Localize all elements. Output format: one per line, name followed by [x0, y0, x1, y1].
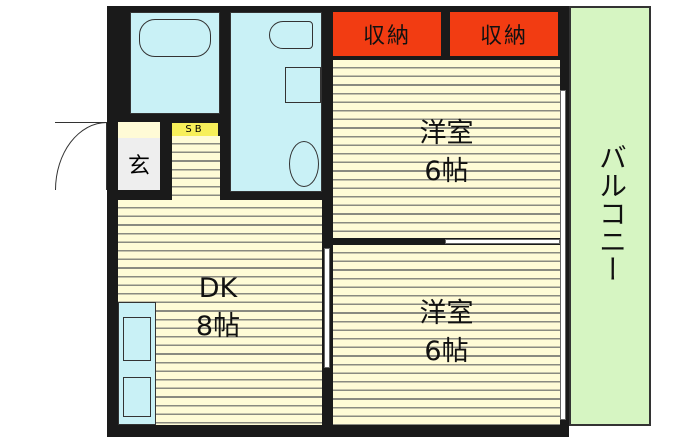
balcony: バルコニー [569, 6, 651, 426]
room-size: 6帖 [424, 156, 469, 187]
kitchen-counter [118, 302, 156, 425]
closet-2: 収納 [450, 12, 558, 56]
bathtub-icon [139, 19, 211, 57]
room-name: 洋室 [419, 298, 474, 329]
balcony-label: バルコニー [595, 143, 628, 283]
shoe-box: SB [172, 123, 218, 136]
room-size: 8帖 [195, 311, 241, 342]
door-partition[interactable] [324, 248, 330, 368]
entrance: 玄 [118, 138, 160, 190]
room-size: 6帖 [424, 336, 469, 367]
room-name: DK [198, 273, 238, 304]
bathroom [130, 12, 220, 114]
room-name: 洋室 [419, 118, 474, 149]
stove-icon [123, 377, 151, 417]
toilet-icon [269, 21, 313, 49]
western-room-2: 洋室 6帖 [333, 245, 560, 425]
closet-1: 収納 [333, 12, 441, 56]
window [445, 239, 560, 244]
sink-icon [289, 141, 319, 187]
sink-icon [123, 317, 151, 361]
window [560, 90, 566, 420]
western-room-1: 洋室 6帖 [333, 60, 560, 238]
washroom-toilet [230, 12, 322, 192]
entrance-floor [118, 122, 160, 138]
washing-machine-icon [285, 67, 321, 103]
hallway [172, 136, 220, 200]
